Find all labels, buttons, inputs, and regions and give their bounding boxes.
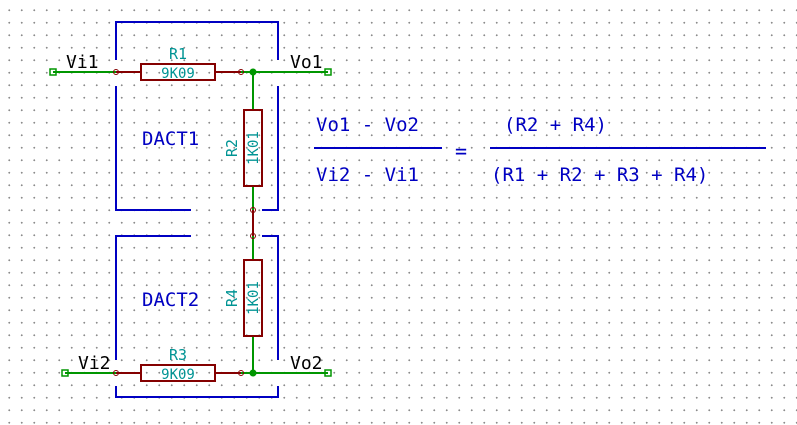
r3-body [140,364,216,382]
formula-equals: = [455,139,467,163]
r4-value: 1K01 [246,281,262,315]
dact1-box-left-lower [115,86,191,211]
r3-ref: R3 [169,346,187,364]
formula-right-denominator: (R1 + R2 + R3 + R4) [491,164,708,186]
r2-value: 1K01 [246,131,262,165]
pin-r1-left [113,69,119,75]
pin-r4-top [250,233,256,239]
pin-markers [113,69,256,376]
formula-right-numerator: (R2 + R4) [504,114,607,136]
net-label-vo2: Vo2 [290,353,323,374]
port-vi1 [49,68,57,76]
wires [53,71,328,374]
net-label-vi1: Vi1 [66,52,99,73]
formula-left-denominator: Vi2 - Vi1 [316,164,419,186]
resistor-leads [116,71,254,374]
r4-ref: R4 [223,289,241,307]
dact2-box-top-left [115,235,191,360]
pin-r3-right [238,370,244,376]
r2-ref: R2 [223,139,241,157]
dact1-box [115,21,279,211]
port-vo1 [324,68,332,76]
dact1-label: DACT1 [142,128,199,150]
r3-value: 9K09 [161,367,195,383]
r2-body [243,109,263,187]
net-label-vi2: Vi2 [78,353,111,374]
r1-value: 9K09 [161,66,195,82]
r1-body [140,63,216,81]
dact2-box-left-lower [115,386,279,398]
dact2-label: DACT2 [142,289,199,311]
pin-r2-bottom [250,207,256,213]
dact2-box [115,235,279,398]
transfer-formula: Vo1 - Vo2 Vi2 - Vi1 = (R2 + R4) (R1 + R2… [314,114,766,186]
port-vi2 [61,369,69,377]
port-vo2 [324,369,332,377]
junction-vo1 [249,68,257,76]
junction-vo2 [249,369,257,377]
net-label-vo1: Vo1 [290,52,323,73]
port-markers [49,68,332,377]
dact1-box-left [115,21,279,60]
formula-left-numerator: Vo1 - Vo2 [316,114,419,136]
dact2-box-top-right [262,235,279,360]
r1-ref: R1 [169,45,187,63]
pin-r1-right [238,69,244,75]
pin-r3-left [113,370,119,376]
r4-body [243,259,263,337]
dact1-box-right-lower [262,86,279,211]
